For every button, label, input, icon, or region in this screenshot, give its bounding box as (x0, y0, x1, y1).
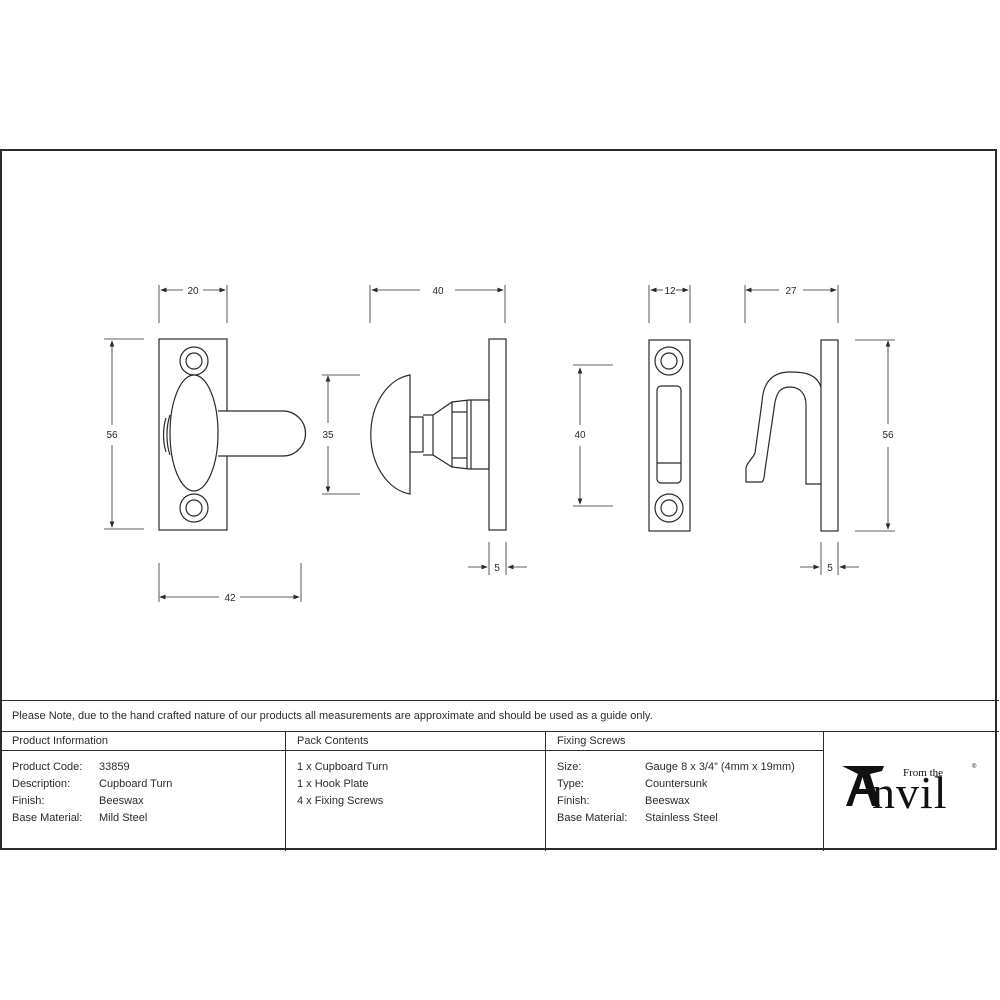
dim-label: 35 (322, 430, 334, 441)
info-row: Base Material:Stainless Steel (557, 812, 718, 824)
drawing-frame (0, 149, 997, 850)
logo-wordmark: nvil (872, 767, 948, 818)
dim-label: 40 (432, 286, 444, 297)
dim-label: 5 (827, 563, 833, 574)
info-row: Base Material:Mild Steel (12, 812, 148, 824)
info-row: Description:Cupboard Turn (12, 778, 173, 790)
brand-logo-column: From the nvil ® (823, 732, 999, 851)
cupboard-turn-front-view (158, 338, 307, 531)
dim-label: 56 (106, 430, 118, 441)
logo-from-text: From the (903, 767, 944, 779)
hook-plate-front-view (648, 339, 691, 532)
technical-drawing: 20 56 42 40 35 5 12 40 27 56 5 (104, 285, 895, 604)
dim-label: 42 (224, 593, 236, 604)
dim-label: 27 (785, 286, 797, 297)
pack-item: 1 x Cupboard Turn (297, 761, 389, 773)
dim-label: 20 (187, 286, 199, 297)
info-row: Type:Countersunk (557, 778, 708, 790)
dim-label: 5 (494, 563, 500, 574)
fixing-screws-header: Fixing Screws (546, 732, 823, 751)
hook-plate-side-view (745, 339, 839, 532)
info-row: Product Code:33859 (12, 761, 130, 773)
pack-contents-column: Pack Contents 1 x Cupboard Turn 1 x Hook… (285, 732, 545, 851)
info-row: Size:Gauge 8 x 3/4” (4mm x 19mm) (557, 761, 795, 773)
disclaimer-note: Please Note, due to the hand crafted nat… (0, 700, 999, 731)
info-table: Product Information Product Code:33859 D… (0, 731, 999, 851)
product-information-column: Product Information Product Code:33859 D… (0, 732, 285, 851)
pack-item: 1 x Hook Plate (297, 778, 369, 790)
info-row: Finish:Beeswax (12, 795, 144, 807)
pack-item: 4 x Fixing Screws (297, 795, 384, 807)
anvil-icon (842, 766, 884, 806)
product-information-header: Product Information (0, 732, 285, 751)
dim-label: 12 (664, 286, 676, 297)
info-row: Finish:Beeswax (557, 795, 690, 807)
pack-contents-header: Pack Contents (286, 732, 545, 751)
from-the-anvil-logo: From the nvil ® (842, 758, 992, 818)
cupboard-turn-side-view (370, 338, 507, 531)
dim-label: 40 (574, 430, 586, 441)
fixing-screws-column: Fixing Screws Size:Gauge 8 x 3/4” (4mm x… (545, 732, 823, 851)
registered-mark: ® (972, 764, 977, 770)
dim-label: 56 (882, 430, 894, 441)
